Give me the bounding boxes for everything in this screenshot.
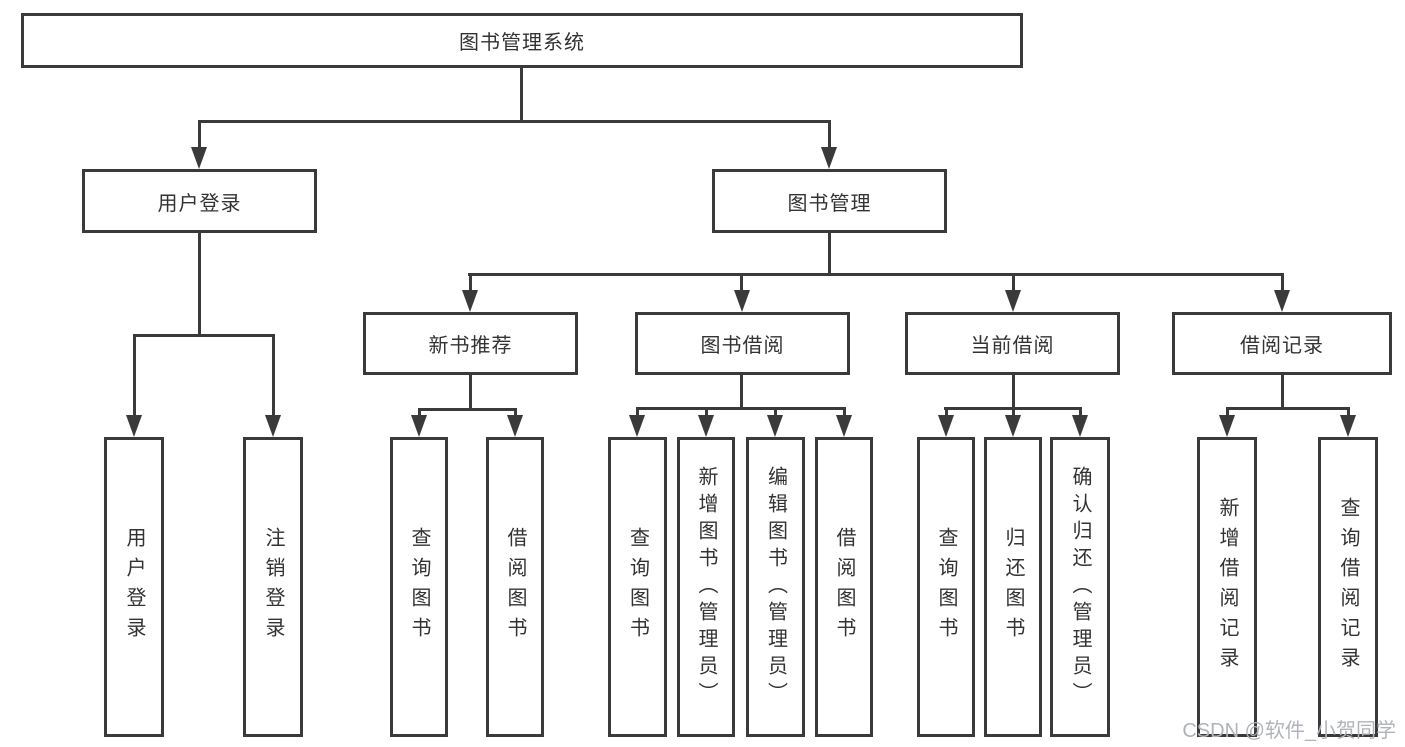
leaf-confirm-return-admin: 确认归还（管理员） xyxy=(1050,437,1110,737)
connector-line xyxy=(1226,407,1350,410)
arrowhead-icon xyxy=(507,415,523,437)
leaf-borrow-book: 借阅图书 xyxy=(815,437,873,737)
arrowhead-icon xyxy=(126,415,142,437)
arrowhead-icon xyxy=(1072,415,1088,437)
leaf-query-borrow-record: 查询借阅记录 xyxy=(1318,437,1378,737)
leaf-label: 查询图书 xyxy=(626,527,649,647)
connector-line xyxy=(418,408,517,411)
connector-line xyxy=(418,408,421,418)
connector-line xyxy=(133,334,275,337)
leaf-query-book-current: 查询图书 xyxy=(917,437,975,737)
connector-line xyxy=(1012,407,1015,418)
arrowhead-icon xyxy=(1340,415,1356,437)
leaf-label: 用户登录 xyxy=(123,527,145,647)
leaf-label: 新增图书（管理员） xyxy=(695,465,717,709)
node-book-borrow: 图书借阅 xyxy=(635,312,850,375)
connector-line xyxy=(469,273,472,291)
leaf-label: 编辑图书（管理员） xyxy=(764,465,787,709)
arrowhead-icon xyxy=(821,147,837,169)
connector-line xyxy=(198,120,201,150)
connector-line xyxy=(636,407,846,410)
leaf-label: 查询借阅记录 xyxy=(1337,497,1359,677)
arrowhead-icon xyxy=(191,147,207,169)
leaf-label: 借阅图书 xyxy=(833,527,855,647)
connector-line xyxy=(636,407,639,418)
connector-line xyxy=(514,408,517,418)
leaf-label: 借阅图书 xyxy=(504,527,526,647)
leaf-label: 确认归还（管理员） xyxy=(1069,465,1091,709)
connector-line xyxy=(198,233,201,334)
arrowhead-icon xyxy=(1005,415,1021,437)
leaf-query-book-recommend: 查询图书 xyxy=(390,437,448,737)
connector-line xyxy=(1281,273,1284,291)
node-current-borrow: 当前借阅 xyxy=(905,312,1120,375)
arrowhead-icon xyxy=(938,415,954,437)
leaf-add-book-admin: 新增图书（管理员） xyxy=(677,437,735,737)
leaf-label: 查询图书 xyxy=(935,527,957,647)
arrowhead-icon xyxy=(265,415,281,437)
csdn-watermark: CSDN @软件_小贺同学 xyxy=(1182,720,1396,742)
leaf-logout: 注销登录 xyxy=(243,437,303,737)
arrowhead-icon xyxy=(836,415,852,437)
connector-line xyxy=(133,334,136,416)
connector-line xyxy=(828,233,831,273)
connector-line xyxy=(198,120,831,123)
node-book-management: 图书管理 xyxy=(712,169,947,233)
leaf-label: 新增借阅记录 xyxy=(1216,497,1238,677)
leaf-borrow-book-recommend: 借阅图书 xyxy=(486,437,544,737)
connector-line xyxy=(1012,375,1015,407)
arrowhead-icon xyxy=(462,290,478,312)
arrowhead-icon xyxy=(1005,290,1021,312)
connector-line xyxy=(520,68,523,120)
connector-line xyxy=(469,375,472,408)
arrowhead-icon xyxy=(767,415,783,437)
connector-line xyxy=(843,407,846,418)
connector-line xyxy=(1079,407,1082,418)
connector-line xyxy=(740,273,743,291)
connector-line xyxy=(774,407,777,418)
connector-line xyxy=(468,273,1283,276)
connector-line xyxy=(272,334,275,416)
connector-line xyxy=(740,375,743,407)
arrowhead-icon xyxy=(734,290,750,312)
leaf-user-login: 用户登录 xyxy=(104,437,164,737)
arrowhead-icon xyxy=(629,415,645,437)
arrowhead-icon xyxy=(411,415,427,437)
connector-line xyxy=(1226,407,1229,418)
node-user-login: 用户登录 xyxy=(82,169,317,233)
connector-line xyxy=(945,407,948,418)
arrowhead-icon xyxy=(1274,290,1290,312)
leaf-edit-book-admin: 编辑图书（管理员） xyxy=(746,437,805,737)
leaf-query-book-borrow: 查询图书 xyxy=(608,437,667,737)
connector-line xyxy=(705,407,708,418)
arrowhead-icon xyxy=(698,415,714,437)
connector-line xyxy=(1281,375,1284,407)
connector-line xyxy=(1347,407,1350,418)
leaf-add-borrow-record: 新增借阅记录 xyxy=(1197,437,1257,737)
connector-line xyxy=(1012,273,1015,291)
leaf-return-book: 归还图书 xyxy=(984,437,1042,737)
node-new-book-recommend: 新书推荐 xyxy=(363,312,578,375)
leaf-label: 归还图书 xyxy=(1002,527,1024,647)
leaf-label: 注销登录 xyxy=(262,527,284,647)
arrowhead-icon xyxy=(1219,415,1235,437)
leaf-label: 查询图书 xyxy=(408,527,430,647)
node-library-system: 图书管理系统 xyxy=(21,13,1023,68)
connector-line xyxy=(828,120,831,150)
node-borrow-record: 借阅记录 xyxy=(1172,312,1392,375)
